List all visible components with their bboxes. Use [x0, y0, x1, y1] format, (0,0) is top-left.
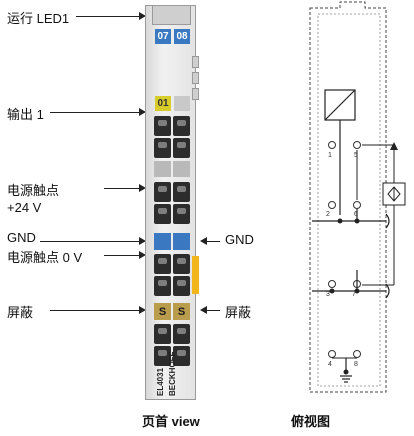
label-power-contact-line2: +24 V: [7, 200, 42, 215]
terminal-module: 07 08 01 S S EL4031 BECKHOFF: [145, 5, 199, 400]
contact-6: [173, 182, 190, 202]
pad-gnd-left: [154, 233, 171, 250]
contact-7: [173, 254, 190, 274]
wiring-schematic: 1 5 2 6 3 7 4 8: [309, 1, 406, 393]
label-gnd-right: GND: [225, 232, 254, 247]
contact-4: [154, 324, 171, 344]
pad-gnd-right: [173, 233, 190, 250]
contact-7b: [173, 276, 190, 296]
contact-4b: [154, 346, 171, 366]
contact-5b: [173, 138, 190, 158]
pin-label-7: 7: [352, 291, 356, 298]
pad-shield-left: S: [154, 303, 171, 320]
module-top-cap: [152, 6, 191, 25]
side-notch-3: [192, 88, 199, 100]
label-output-1: 输出 1: [7, 107, 44, 122]
pin-1: [328, 141, 336, 149]
side-notch-1: [192, 56, 199, 68]
pin-label-1: 1: [328, 152, 332, 159]
pin-label-3: 3: [326, 291, 330, 298]
ground-junction: [343, 369, 349, 375]
junction-0v-a: [329, 288, 335, 294]
pin-8: [353, 350, 361, 358]
pin-label-6: 6: [354, 211, 358, 218]
arrow-power-contact-0v: [104, 251, 146, 259]
label-shield-left: 屏蔽: [7, 305, 34, 320]
schematic-inner-outline: [317, 13, 381, 387]
label-gnd-left: GND: [7, 230, 36, 245]
pin-label-4: 4: [328, 361, 332, 368]
led-output-01: 01: [155, 96, 171, 111]
label-run-led: 运行 LED1: [7, 11, 70, 26]
arrow-shield-right: [200, 306, 220, 314]
pin-label-5: 5: [354, 152, 358, 159]
contact-1b: [154, 138, 171, 158]
brand-label: BECKHOFF: [168, 351, 177, 396]
contact-6b: [173, 204, 190, 224]
load-arrowhead: [390, 142, 398, 150]
arrow-shield-left: [50, 306, 146, 314]
contact-3b: [154, 276, 171, 296]
pin-2: [328, 201, 336, 209]
pin-4: [328, 350, 336, 358]
pad-shield-right: S: [173, 303, 190, 320]
contact-8b: [173, 346, 190, 366]
contact-8: [173, 324, 190, 344]
arrow-gnd-right: [200, 237, 220, 245]
junction-24v-a: [337, 218, 343, 224]
led-empty: [174, 96, 190, 111]
arrow-output-1: [50, 108, 146, 116]
label-power-contact-0v: 电源触点 0 V: [7, 250, 83, 265]
contact-3: [154, 254, 171, 274]
contact-5: [173, 116, 190, 136]
arrow-gnd-left: [40, 237, 146, 245]
pin-6: [353, 201, 361, 209]
power-contact-curl-top: [385, 213, 390, 229]
pad-grey-right: [173, 161, 190, 177]
pin-5: [353, 141, 361, 149]
pin-label-8: 8: [354, 361, 358, 368]
model-label: EL4031: [156, 367, 165, 396]
led-07: 07: [155, 29, 171, 44]
label-power-contact-24v: 电源触点 +24 V: [7, 182, 59, 216]
contact-2: [154, 182, 171, 202]
label-shield-right: 屏蔽: [225, 305, 252, 320]
pad-grey-left: [154, 161, 171, 177]
arrow-power-contact-24v: [104, 184, 146, 192]
schematic-outline: [309, 1, 387, 393]
side-notch-2: [192, 72, 199, 84]
caption-front-view: 页首 view: [142, 414, 200, 429]
caption-top-view: 俯视图: [291, 414, 331, 429]
label-power-contact-line1: 电源触点: [7, 183, 60, 198]
contact-1: [154, 116, 171, 136]
pin-3: [328, 280, 336, 288]
pin-label-2: 2: [326, 211, 330, 218]
converter-diagonal: [324, 89, 356, 121]
orange-release-tab[interactable]: [192, 256, 199, 294]
arrow-run-led: [76, 12, 146, 20]
contact-2b: [154, 204, 171, 224]
led-08: 08: [174, 29, 190, 44]
